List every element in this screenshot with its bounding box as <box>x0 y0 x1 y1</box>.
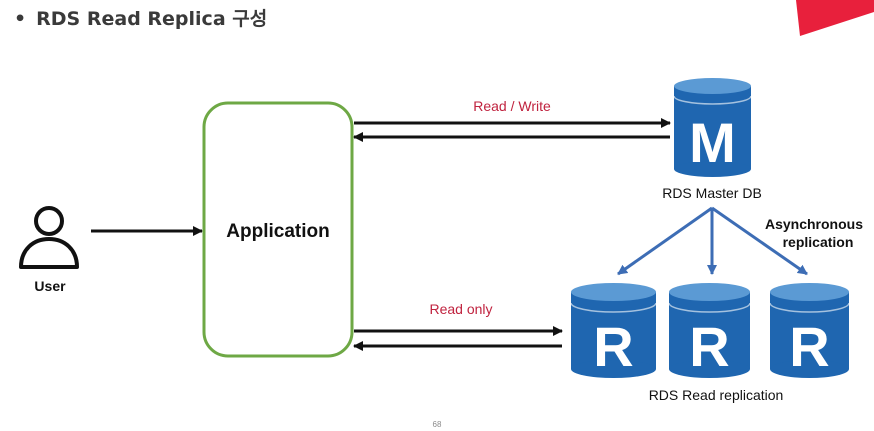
replication-arrow-right <box>711 206 808 276</box>
replica-db-icon <box>570 283 657 378</box>
replica-db-icon <box>769 283 850 378</box>
master-db-label: RDS Master DB <box>662 185 762 201</box>
async-replication-label-line1: Asynchronous <box>765 216 863 232</box>
async-replication-label-line2: replication <box>783 234 854 250</box>
application-box <box>202 101 354 358</box>
replica-db-icon <box>668 283 751 378</box>
replica-db-letter: R <box>689 315 729 378</box>
user-icon <box>19 206 79 269</box>
application-label: Application <box>226 221 329 242</box>
page-number: 68 <box>432 420 442 429</box>
replica-db-letter: R <box>593 315 633 378</box>
master-db-letter: M <box>689 111 736 174</box>
replication-arrow-left <box>617 206 713 276</box>
read-write-label: Read / Write <box>473 98 551 114</box>
corner-accent-triangle <box>796 0 874 36</box>
user-label: User <box>34 278 66 294</box>
title-text: RDS Read Replica 구성 <box>36 8 268 30</box>
master-db-icon <box>673 78 752 177</box>
slide-title: • RDS Read Replica 구성 <box>14 4 267 31</box>
replica-db-letter: R <box>789 315 829 378</box>
title-bullet: • <box>14 8 27 30</box>
read-only-label: Read only <box>429 301 492 317</box>
replicas-label: RDS Read replication <box>649 387 784 403</box>
